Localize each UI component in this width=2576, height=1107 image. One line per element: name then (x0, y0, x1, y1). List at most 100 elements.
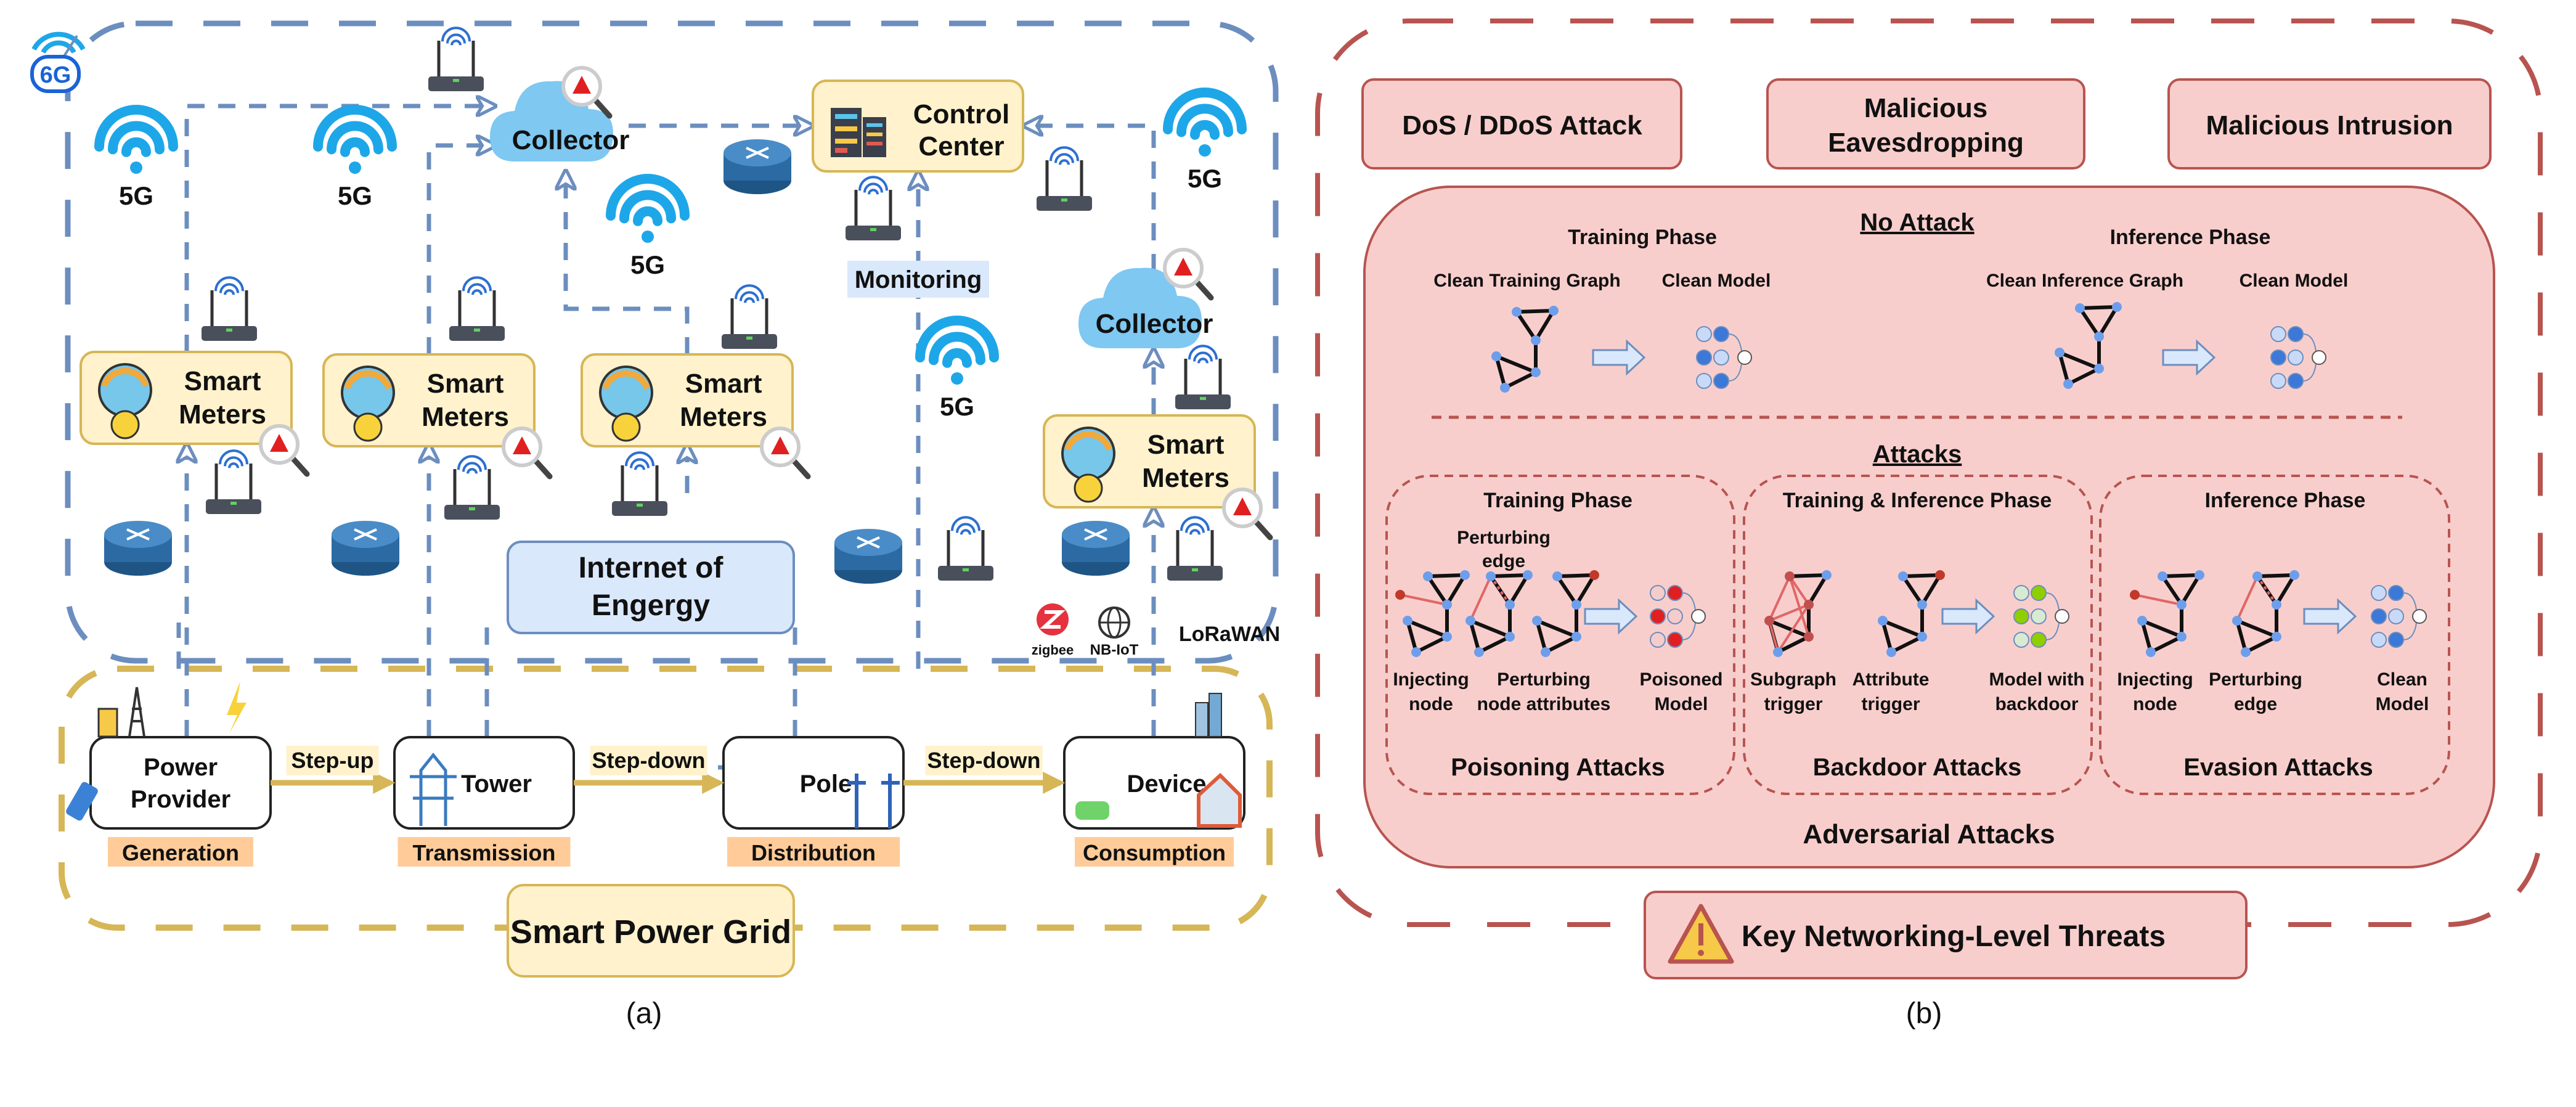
smart-power-grid-title: Smart Power Grid (507, 884, 795, 978)
wifi-router-icon (444, 455, 500, 520)
poisoning-phase: Training Phase (1483, 489, 1632, 512)
smart-meter-icon (341, 366, 395, 442)
graph-node (1571, 632, 1581, 642)
evasion-item-label-line2: Model (2376, 694, 2429, 714)
panel-b: DoS / DDoS Attack Malicious Eavesdroppin… (1315, 18, 2543, 1030)
alert-magnifier-icon (502, 427, 553, 480)
neural-network-icon (2013, 585, 2069, 648)
graph-node (1403, 616, 1412, 626)
graph-glyph (2055, 302, 2122, 389)
threat-dos-label: DoS / DDoS Attack (1402, 110, 1642, 141)
smart-meters-label-line1: Smart (685, 369, 762, 399)
graph-node (1804, 632, 1814, 642)
graph-node (2094, 332, 2104, 341)
poisoning-item-label-line2: node (1409, 694, 1453, 714)
block-arrow-icon (1941, 598, 1995, 635)
panel-a: Collector Collector Control Center Monit… (30, 20, 1280, 1030)
nb-iot-text: NB-IoT (1090, 642, 1139, 658)
alert-magnifier-icon (1163, 248, 1214, 301)
grid-node-label: Pole (800, 770, 852, 798)
zigbee-logo: zigbee (1032, 603, 1074, 658)
6g-antenna-icon: 6G (30, 31, 86, 93)
wifi-router-icon (1175, 345, 1231, 409)
5g-wifi-icon: 5G (94, 105, 178, 210)
nb-iot-logo: NB-IoT (1090, 607, 1139, 658)
graph-node (1465, 616, 1475, 626)
graph-node (1423, 571, 1433, 581)
backdoor-item-label-line2: trigger (1861, 694, 1920, 714)
graph-glyph (1878, 570, 1945, 657)
smart-meters-label-line1: Smart (1147, 430, 1225, 460)
grid-node-label: Device (1127, 770, 1207, 798)
attacks-title: Attacks (1873, 441, 1962, 468)
backdoor-phase: Training & Inference Phase (1783, 489, 2052, 512)
graph-node (1764, 616, 1774, 626)
graph-node (1523, 570, 1533, 580)
graph-glyph (1764, 570, 1832, 657)
transmission-tower-icon (410, 752, 457, 826)
graph-node (1886, 647, 1896, 657)
graph-node (2177, 632, 2187, 642)
graph-node (2272, 600, 2281, 610)
network-switch-icon (834, 529, 902, 584)
evasion-item-label-line1: Clean (2377, 669, 2427, 690)
step-label: Step-down (592, 748, 706, 773)
poisoning-attacks-label: Poisoning Attacks (1451, 754, 1665, 781)
neural-network-icon (1650, 585, 1706, 648)
wifi-router-icon (202, 276, 257, 341)
graph-node (1486, 571, 1496, 581)
graph-node (2252, 571, 2262, 581)
wifi-router-icon (1167, 516, 1223, 581)
graph-node (1804, 600, 1814, 610)
graph-node (1898, 571, 1908, 581)
server-rack-icon (831, 108, 886, 157)
dashed-link (566, 173, 690, 354)
backdoor-attacks-label: Backdoor Attacks (1813, 754, 2022, 781)
threat-eavesdropping: Malicious Eavesdropping (1766, 78, 2085, 170)
graph-node (1541, 647, 1551, 657)
evasion-item-label-line1: Perturbing (2209, 669, 2302, 690)
graph-node (1512, 307, 1522, 317)
graph-node (1442, 600, 1452, 610)
collector-label: Collector (512, 125, 630, 155)
clean-inference-graph-label: Clean Inference Graph (1986, 271, 2183, 291)
wifi-router-icon (938, 516, 993, 581)
graph-node (2112, 302, 2122, 312)
house-car-icon (1075, 772, 1242, 828)
backdoor-item-label-line1: Model with (1989, 669, 2085, 690)
power-plant-icon (97, 687, 145, 738)
step-label-bg (286, 746, 379, 775)
poisoning-item-label-line1: Injecting (1393, 669, 1469, 690)
graph-node (1785, 571, 1795, 581)
graph-node (2094, 364, 2104, 374)
utility-pole-icon (847, 774, 900, 828)
stage-label-text: Consumption (1083, 840, 1226, 865)
smart-meters-label-line1: Smart (427, 369, 504, 399)
smart-meter-icon (599, 366, 653, 442)
neural-network-icon (2270, 326, 2326, 389)
graph-node (2177, 600, 2187, 610)
evasion-phase: Inference Phase (2205, 489, 2366, 512)
wifi-router-icon (722, 284, 777, 349)
graph-node (1822, 570, 1832, 580)
6g-label: 6G (40, 62, 71, 88)
graph-node (2146, 647, 2156, 657)
threat-dos: DoS / DDoS Attack (1361, 78, 1682, 170)
threat-intrusion: Malicious Intrusion (2167, 78, 2492, 170)
caption-b: (b) (1906, 997, 1942, 1030)
wifi-router-icon (1037, 146, 1092, 211)
grid-node-label: Tower (461, 770, 532, 798)
stage-label: Generation (108, 837, 253, 867)
5g-label: 5G (119, 181, 153, 210)
graph-glyph (1532, 570, 1599, 657)
graph-node (1395, 590, 1405, 600)
network-switch-icon (332, 521, 399, 576)
graph-node (1589, 570, 1599, 580)
stage-label: Consumption (1075, 837, 1234, 867)
